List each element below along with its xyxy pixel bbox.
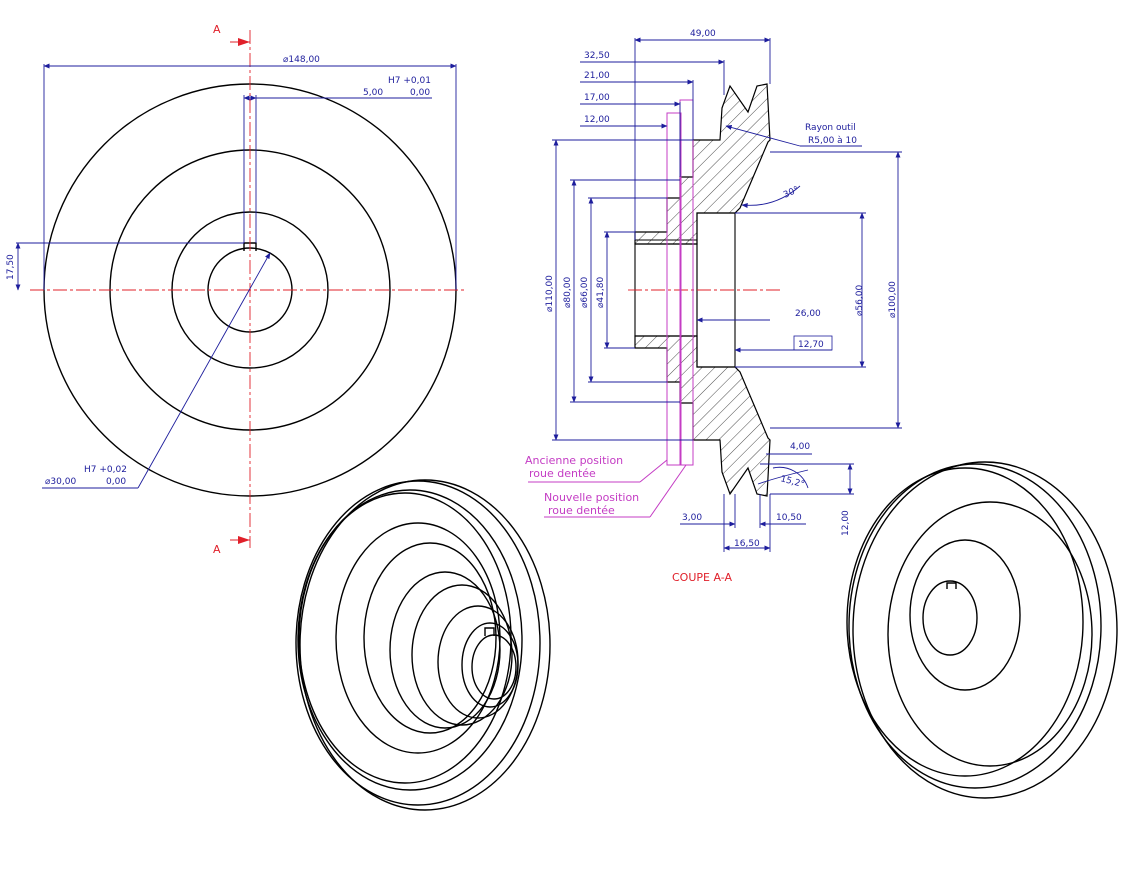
old-gear-position bbox=[666, 112, 682, 466]
iso-flat-keyway bbox=[946, 582, 957, 589]
dia-56-dim: ⌀56,00 bbox=[855, 285, 865, 316]
dim-10-50: 10,50 bbox=[776, 513, 802, 523]
dia-110-dim: ⌀110,00 bbox=[545, 275, 555, 312]
old-position-label-1: Ancienne position bbox=[525, 454, 623, 467]
section-view: 49,00 32,50 21,00 17,00 12,00 Rayon outi… bbox=[525, 29, 902, 584]
iso-flat-bore bbox=[922, 580, 978, 656]
dim-32-50: 32,50 bbox=[584, 51, 610, 61]
cut-label-bottom: A bbox=[213, 543, 221, 556]
iso-view-flat bbox=[846, 461, 1118, 799]
new-gear-position bbox=[679, 99, 694, 466]
iso-keyway bbox=[484, 627, 495, 636]
bore-tol-lower: 0,00 bbox=[106, 477, 126, 487]
iso-view-hub bbox=[295, 479, 551, 811]
dim-16-50: 16,50 bbox=[734, 539, 760, 549]
cut-arrow-bottom bbox=[238, 536, 250, 544]
new-position-label-2: roue dentée bbox=[548, 504, 615, 517]
dia-100-dim: ⌀100,00 bbox=[888, 281, 898, 318]
keyway-tol-lower: 0,00 bbox=[410, 88, 430, 98]
dia-80-dim: ⌀80,00 bbox=[563, 277, 573, 308]
bore-diameter-dim: ⌀30,00 bbox=[45, 477, 76, 487]
section-bottom-hatch bbox=[634, 335, 771, 497]
dim-12-00-vertical: 12,00 bbox=[841, 510, 851, 536]
dim-26-00: 26,00 bbox=[795, 309, 821, 319]
dia-41-80-dim: ⌀41,80 bbox=[596, 277, 606, 308]
dim-17-00: 17,00 bbox=[584, 93, 610, 103]
iso-rim-back bbox=[299, 479, 551, 811]
key-height-dim: 17,50 bbox=[6, 254, 16, 280]
new-position-label-1: Nouvelle position bbox=[544, 491, 639, 504]
dim-3-00: 3,00 bbox=[682, 513, 702, 523]
tool-radius-label-2: R5,00 à 10 bbox=[808, 136, 857, 146]
dia-66-dim: ⌀66,00 bbox=[580, 277, 590, 308]
front-view: A A ⌀148,00 H7 +0,01 5,00 0,00 17,50 H7 … bbox=[6, 23, 465, 556]
section-top-hatch bbox=[634, 83, 771, 245]
dim-4-00: 4,00 bbox=[790, 442, 810, 452]
dim-12-70: 12,70 bbox=[798, 340, 824, 350]
dim-21-00: 21,00 bbox=[584, 71, 610, 81]
cut-label-top: A bbox=[213, 23, 221, 36]
iso-flat-rim bbox=[852, 461, 1118, 799]
overall-width-dim: 49,00 bbox=[690, 29, 716, 39]
keyway-tol-upper: H7 +0,01 bbox=[388, 76, 431, 86]
iso-hub bbox=[437, 605, 519, 719]
tool-radius-label-1: Rayon outil bbox=[805, 123, 856, 133]
bore-tol-upper: H7 +0,02 bbox=[84, 465, 127, 475]
section-title: COUPE A-A bbox=[672, 571, 732, 584]
iso-flat-hub bbox=[909, 539, 1021, 691]
cut-arrow-top bbox=[238, 38, 250, 46]
dim-12-00: 12,00 bbox=[584, 115, 610, 125]
outer-diameter-dim: ⌀148,00 bbox=[283, 55, 320, 65]
old-position-label-2: roue dentée bbox=[529, 467, 596, 480]
keyway-width-dim: 5,00 bbox=[363, 88, 383, 98]
